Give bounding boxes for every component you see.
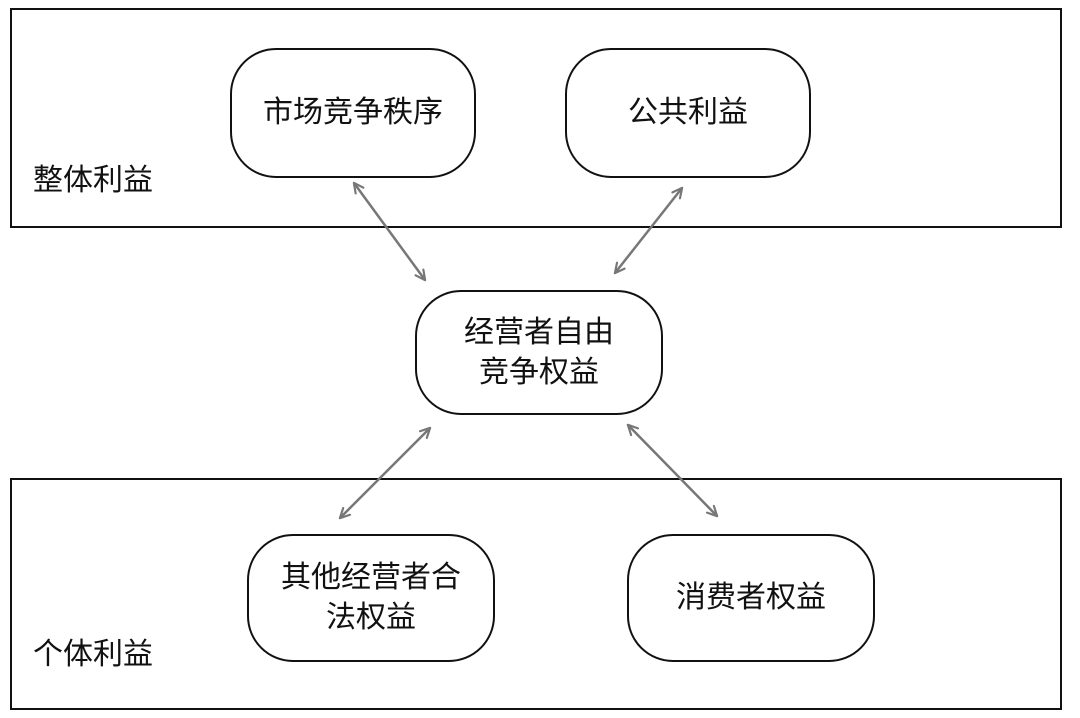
public-interest-label: 公共利益	[628, 95, 748, 130]
arrow-center-to-market-order	[352, 181, 427, 282]
overall-interest-label: 整体利益	[33, 163, 153, 198]
overall-interest-group	[10, 8, 1062, 228]
operator-free-competition-rights-label-line-2: 竞争权益	[479, 354, 599, 390]
individual-interest-group	[10, 478, 1062, 710]
operator-free-competition-rights-label-line-1: 经营者自由	[464, 314, 614, 350]
market-competition-order-label: 市场竞争秩序	[263, 95, 443, 130]
arrow-center-to-other-operators	[338, 426, 432, 520]
arrow-center-to-consumers	[626, 423, 719, 518]
public-interest-node: 公共利益	[565, 48, 811, 178]
operator-free-competition-rights-node: 经营者自由 竞争权益	[415, 290, 663, 415]
other-operators-rights-label-line-2: 法权益	[326, 600, 416, 635]
market-competition-order-node: 市场竞争秩序	[230, 48, 476, 178]
other-operators-rights-label-line-1: 其他经营者合	[281, 560, 461, 595]
consumer-rights-node: 消费者权益	[627, 534, 875, 662]
consumer-rights-label: 消费者权益	[676, 580, 826, 615]
arrow-center-to-public-interest	[613, 186, 684, 275]
individual-interest-label: 个体利益	[33, 637, 153, 672]
other-operators-rights-node: 其他经营者合 法权益	[247, 534, 495, 662]
